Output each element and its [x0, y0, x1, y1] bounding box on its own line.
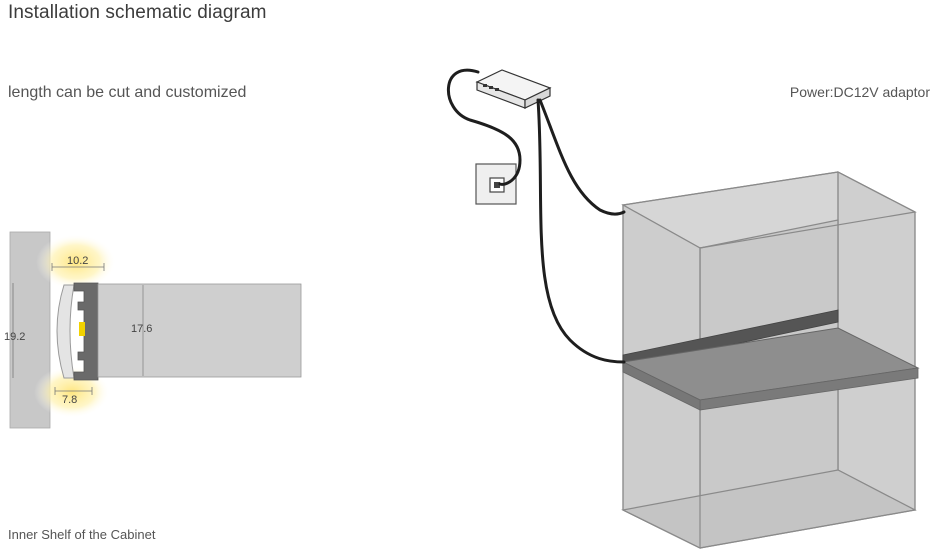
shelf-left-edge — [622, 361, 701, 411]
led-chip — [79, 322, 85, 336]
adaptor-side — [524, 87, 551, 109]
cable-adaptor-to-socket — [447, 68, 522, 186]
dim-height: 19.2 — [4, 331, 25, 343]
cabinet-shelf — [621, 309, 920, 411]
dim-top-width: 10.2 — [67, 255, 88, 267]
diffuser-lens — [56, 284, 75, 379]
power-adaptor — [475, 69, 552, 109]
cabinet-shelf-label: Inner Shelf of the Cabinet — [8, 527, 156, 542]
dim-shelf-thickness: 17.6 — [131, 323, 152, 335]
shelf-block — [97, 283, 302, 378]
power-cables — [447, 68, 626, 364]
cable-adaptor-to-cabinet-top — [538, 98, 626, 216]
power-label: Power:DC12V adaptor — [789, 84, 930, 100]
wall-socket — [475, 163, 517, 205]
aluminium-profile — [73, 282, 99, 381]
subtitle-text: length can be cut and customized — [8, 84, 247, 101]
light-glow-top — [36, 234, 116, 290]
cable-adaptor-to-shelf — [536, 98, 626, 364]
diagram-title: Installation schematic diagram — [8, 2, 267, 23]
profile-cross-section: 10.2 7.8 19.2 17.6 — [4, 231, 302, 429]
dim-bottom-width: 7.8 — [62, 394, 77, 406]
